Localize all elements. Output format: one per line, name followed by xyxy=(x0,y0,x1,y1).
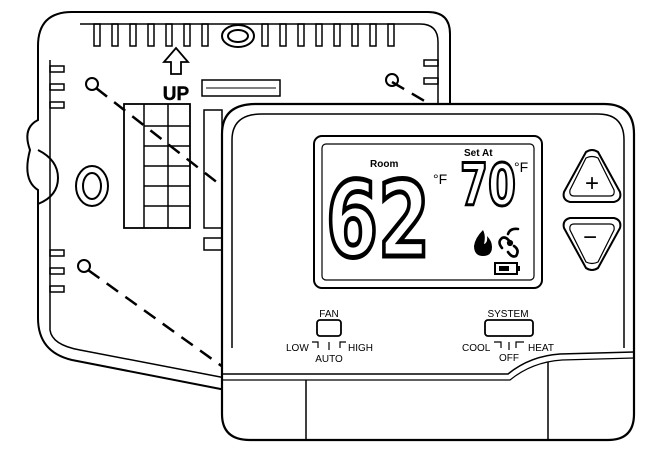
up-direction-label: UP xyxy=(163,84,190,105)
fan-switch-ticks xyxy=(312,341,346,350)
battery-icon xyxy=(494,262,520,275)
system-switch-ticks xyxy=(494,341,524,350)
fan-icon xyxy=(498,227,520,258)
flame-icon xyxy=(474,230,492,256)
minus-icon: − xyxy=(583,224,597,251)
fan-option-auto: AUTO xyxy=(315,354,343,365)
system-option-off: OFF xyxy=(499,353,519,364)
room-temperature-unit: °F xyxy=(433,171,447,187)
temperature-down-button[interactable]: − xyxy=(562,217,622,271)
set-at-label: Set At xyxy=(464,148,493,159)
fan-switch[interactable] xyxy=(316,319,342,337)
system-option-heat: HEAT xyxy=(528,343,554,354)
room-temperature-reading: 62 xyxy=(326,159,430,281)
system-switch[interactable] xyxy=(484,319,534,337)
temperature-up-button[interactable]: + xyxy=(562,149,622,203)
setpoint-temperature-reading: 70 xyxy=(460,151,516,219)
system-option-cool: COOL xyxy=(462,343,491,354)
fan-option-high: HIGH xyxy=(348,343,373,354)
fan-switch-title: FAN xyxy=(319,309,338,320)
room-label: Room xyxy=(370,159,398,170)
system-switch-title: SYSTEM xyxy=(487,309,528,320)
fan-option-low: LOW xyxy=(286,343,309,354)
plus-icon: + xyxy=(585,170,599,197)
setpoint-temperature-unit: °F xyxy=(514,159,528,175)
